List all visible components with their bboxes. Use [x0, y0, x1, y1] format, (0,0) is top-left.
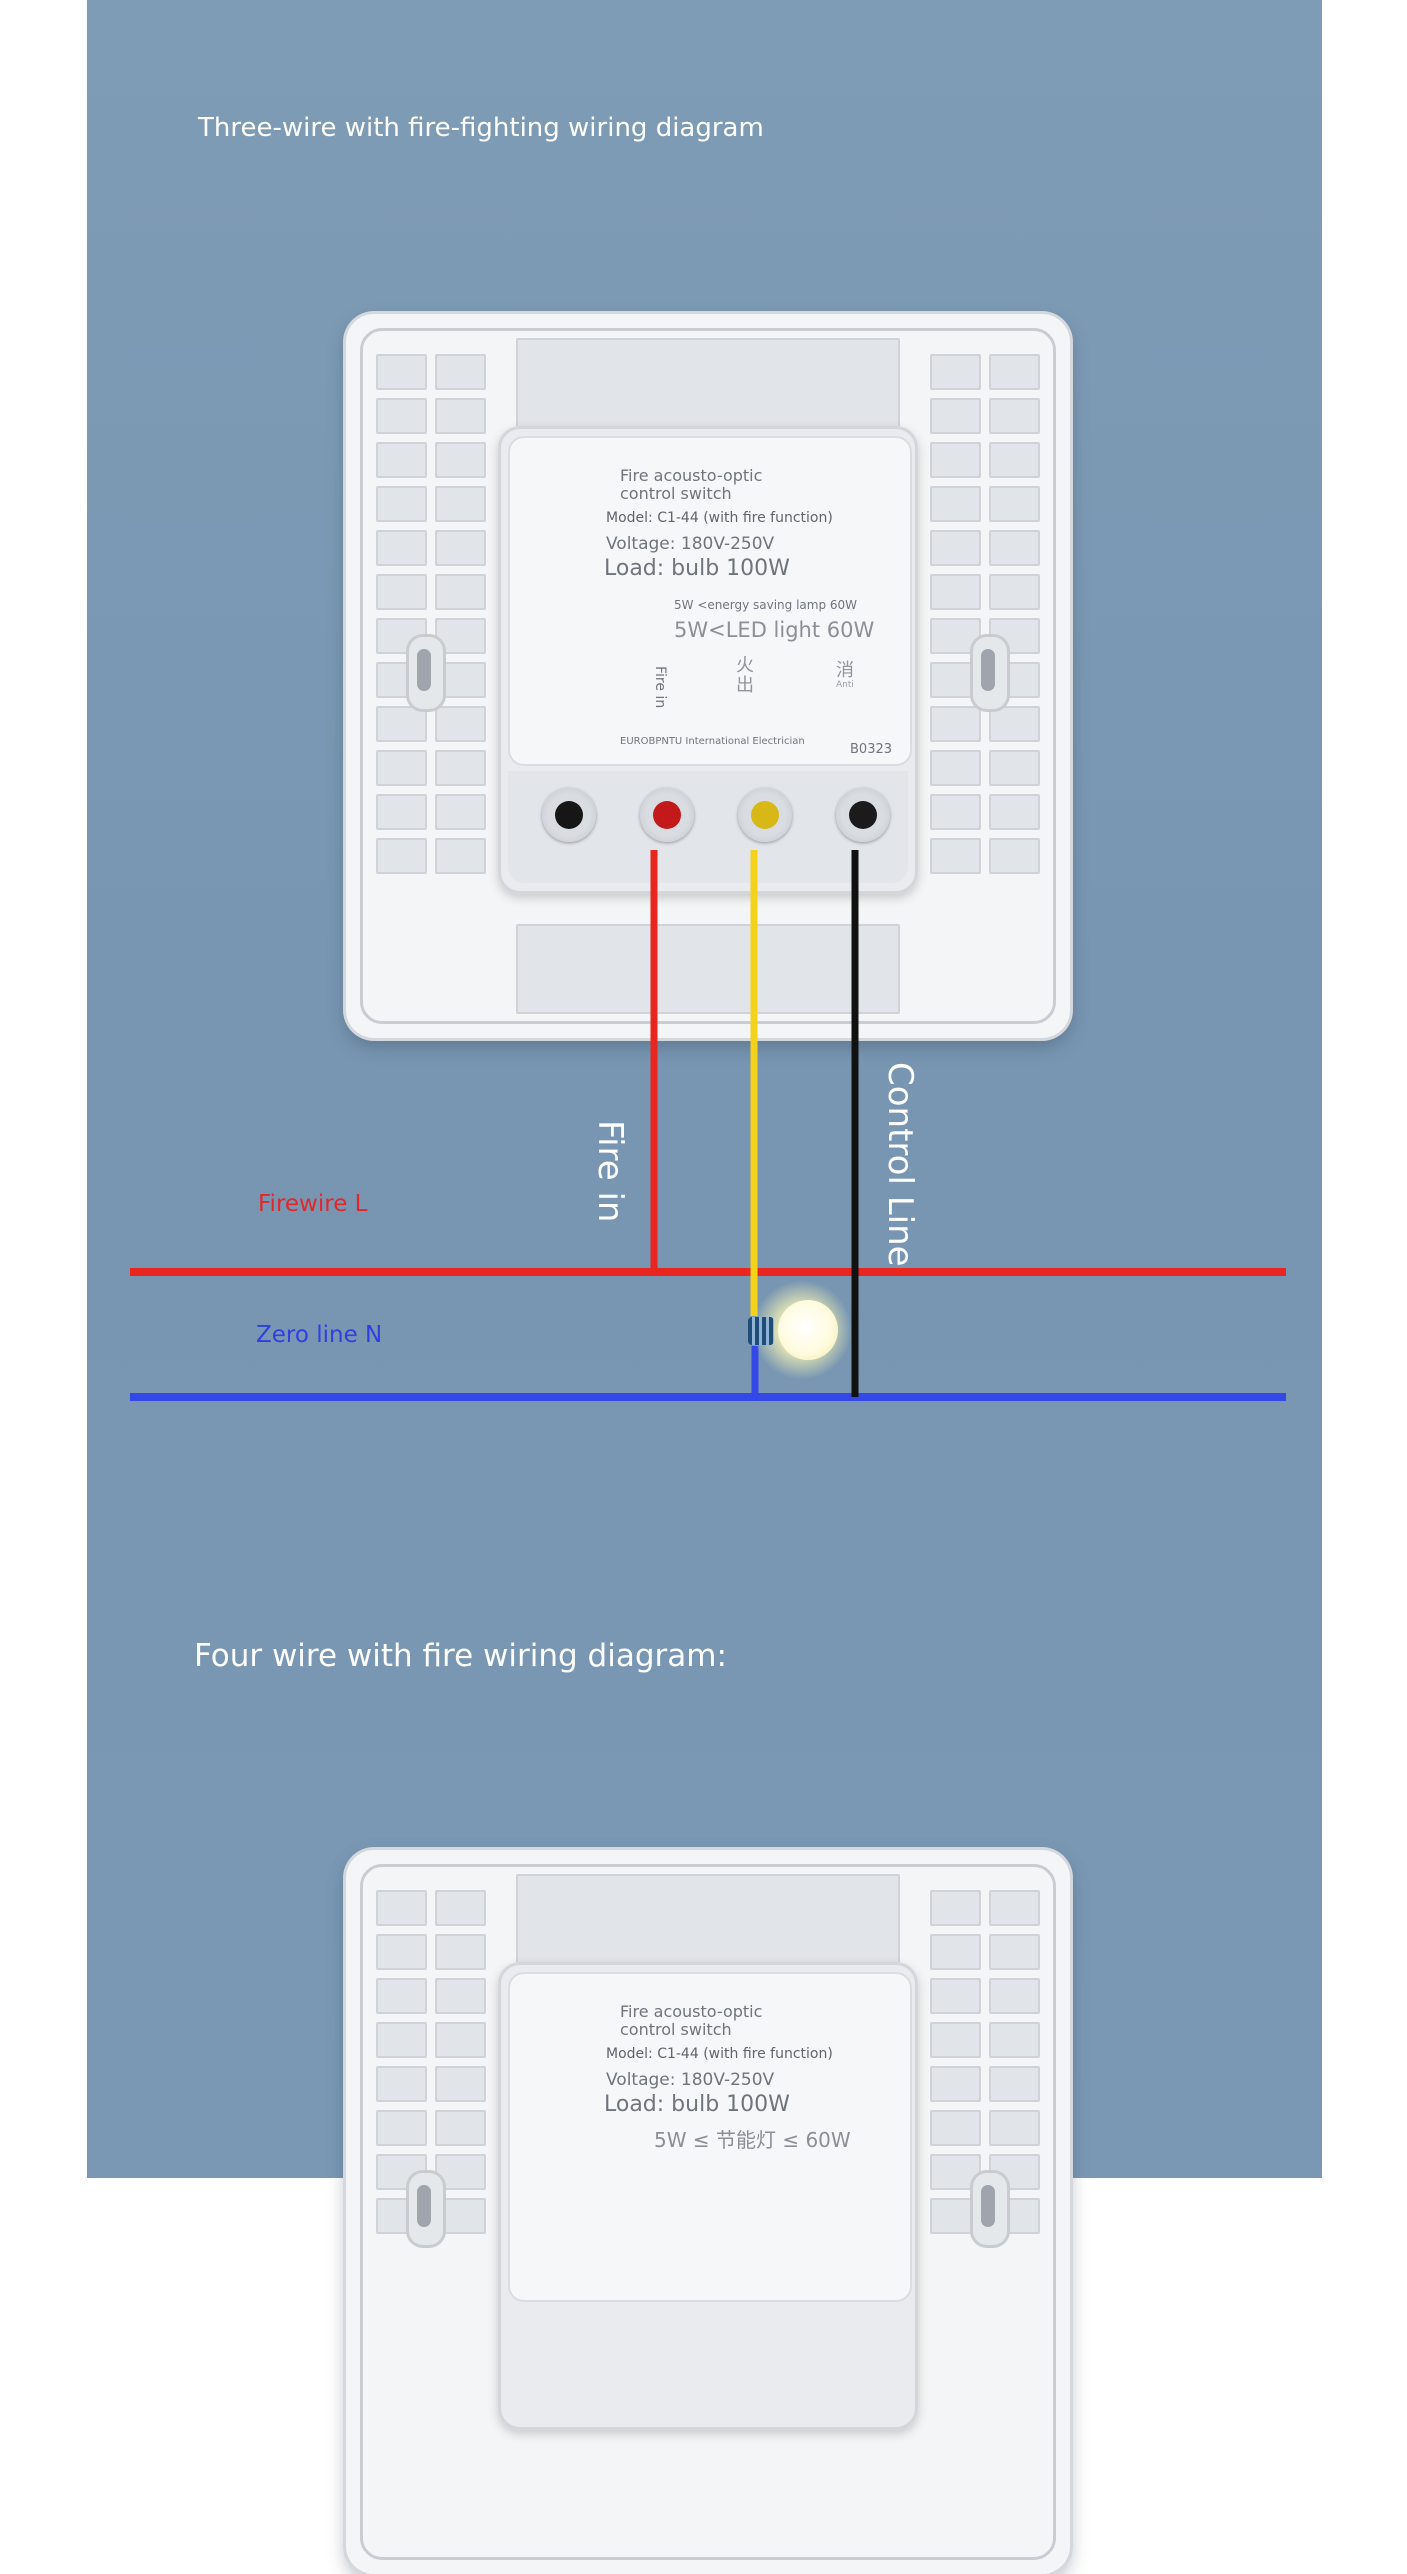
terminal-red — [640, 788, 694, 842]
terminal-label-fire-out: 火出 — [736, 655, 754, 696]
switch-module-2: Fire acousto-optic control switch Model:… — [498, 1962, 918, 2430]
terminal-label-anti-sub: Anti — [836, 680, 854, 690]
bulb-base — [748, 1317, 774, 1345]
terminal-yellow — [738, 788, 792, 842]
label-fire-in-wire: Fire in — [590, 1120, 630, 1223]
module-load: Load: bulb 100W — [604, 2092, 790, 2117]
wiring-layer — [130, 850, 1286, 1401]
mount-slot-left — [406, 2170, 446, 2248]
terminal-black-1 — [542, 788, 596, 842]
switch-plate-2: Fire acousto-optic control switch Model:… — [346, 1850, 1070, 2574]
mount-slot-right — [970, 634, 1010, 712]
mount-slot-left — [406, 634, 446, 712]
diagram-2-title: Four wire with fire wiring diagram: — [194, 1638, 727, 1674]
module-load: Load: bulb 100W — [604, 556, 790, 581]
terminal-label-anti: 消 — [836, 660, 854, 681]
switch-module-1: Fire acousto-optic control switch Model:… — [498, 426, 918, 894]
module-voltage: Voltage: 180V-250V — [606, 2070, 775, 2090]
plate-tab-bottom — [516, 924, 900, 1014]
mount-slot-right — [970, 2170, 1010, 2248]
module-label-face: Fire acousto-optic control switch Model:… — [508, 1972, 912, 2302]
diagram-1-title: Three-wire with fire-fighting wiring dia… — [198, 113, 764, 143]
module-led: 5W<LED light 60W — [674, 618, 875, 642]
plate-frame — [360, 328, 1056, 1024]
module-brand: EUROBPNTU International Electrician — [620, 736, 805, 747]
module-energy-saving: 5W <energy saving lamp 60W — [674, 598, 858, 612]
module-code: B0323 — [850, 742, 893, 757]
module-voltage: Voltage: 180V-250V — [606, 534, 775, 554]
light-bulb-icon — [778, 1300, 838, 1360]
module-model: Model: C1-44 (with fire function) — [606, 510, 833, 526]
module-label-face: Fire acousto-optic control switch Model:… — [508, 436, 912, 766]
label-zero-line-n: Zero line N — [256, 1322, 383, 1348]
label-control-line: Control Line — [880, 1062, 920, 1267]
module-name-line2: control switch — [620, 484, 732, 503]
module-model: Model: C1-44 (with fire function) — [606, 2046, 833, 2062]
terminal-black-2 — [836, 788, 890, 842]
module-name-line2: control switch — [620, 2020, 732, 2039]
plate-tab-top — [516, 1874, 900, 1964]
module-energy-saving: 5W ≤ 节能灯 ≤ 60W — [654, 2128, 851, 2152]
module-name-line1: Fire acousto-optic — [620, 466, 763, 485]
switch-plate-1: Fire acousto-optic control switch Model:… — [346, 314, 1070, 1038]
label-firewire-l: Firewire L — [258, 1191, 368, 1217]
module-name-line1: Fire acousto-optic — [620, 2002, 763, 2021]
